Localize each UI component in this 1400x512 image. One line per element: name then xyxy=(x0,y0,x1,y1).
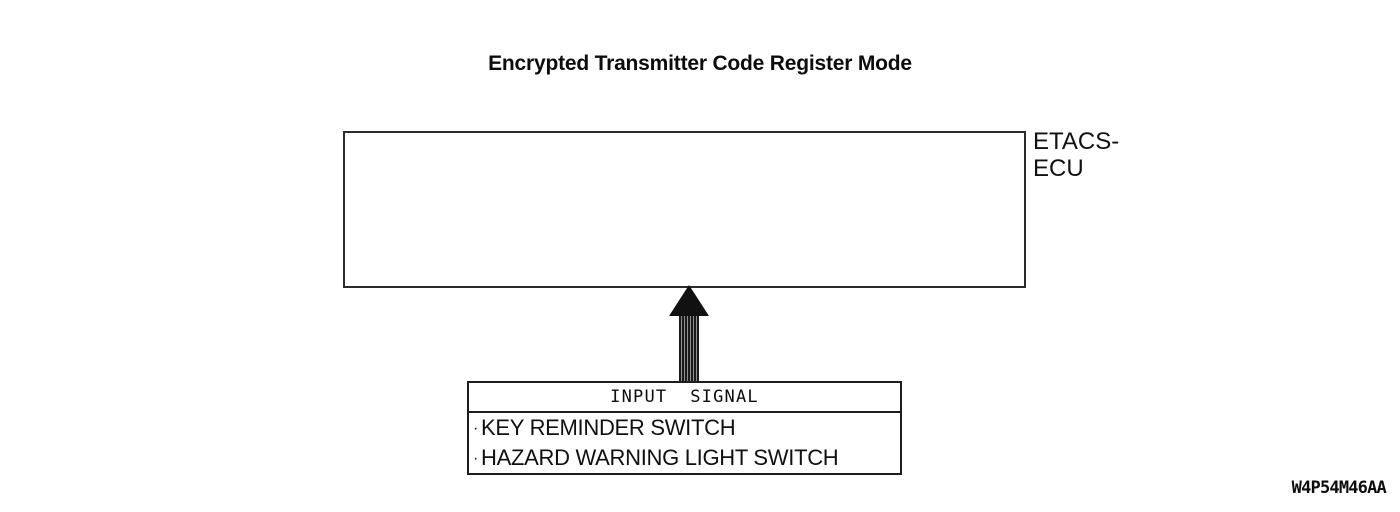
list-item-label: HAZARD WARNING LIGHT SWITCH xyxy=(481,445,839,470)
input-signal-header-text: INPUT SIGNAL xyxy=(610,387,759,407)
input-signal-list: · KEY REMINDER SWITCH · HAZARD WARNING L… xyxy=(469,413,900,474)
bullet-icon: · xyxy=(473,450,479,467)
list-item: · KEY REMINDER SWITCH xyxy=(473,414,900,444)
list-item: · HAZARD WARNING LIGHT SWITCH xyxy=(473,444,900,474)
signal-flow-arrow-up-icon xyxy=(660,285,720,383)
arrow-shaft xyxy=(679,313,699,383)
list-item-label: KEY REMINDER SWITCH xyxy=(481,415,736,440)
etacs-ecu-box xyxy=(343,131,1026,288)
etacs-ecu-label-line2: ECU xyxy=(1033,155,1084,182)
page-title: Encrypted Transmitter Code Register Mode xyxy=(488,52,912,75)
etacs-ecu-label-line1: ETACS- xyxy=(1033,128,1120,155)
figure-code: W4P54M46AA xyxy=(1291,478,1387,498)
input-signal-header: INPUT SIGNAL xyxy=(469,383,900,413)
input-signal-box: INPUT SIGNAL · KEY REMINDER SWITCH · HAZ… xyxy=(467,381,902,475)
bullet-icon: · xyxy=(473,420,479,437)
arrow-head-icon xyxy=(669,285,709,316)
etacs-ecu-label: ETACS- ECU xyxy=(1033,128,1119,182)
